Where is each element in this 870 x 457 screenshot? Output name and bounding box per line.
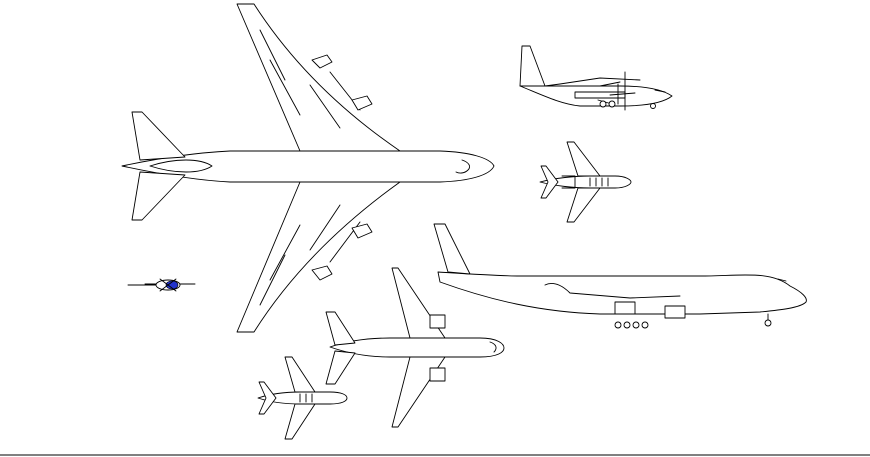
- horizontal-stabilizer: [540, 165, 559, 199]
- lower-wing: [566, 187, 601, 223]
- jumbo-jet-side-view: [433, 223, 807, 329]
- small-jet-top-view: [257, 356, 348, 440]
- engine: [429, 367, 446, 382]
- upper-wing: [566, 141, 601, 177]
- fuselage: [257, 391, 348, 405]
- engine: [311, 265, 333, 281]
- horizontal-stabilizer: [325, 350, 356, 385]
- engine: [614, 301, 636, 315]
- upper-wing: [284, 356, 316, 393]
- fuselage: [519, 85, 673, 107]
- vertical-tail: [433, 223, 471, 275]
- lower-wing: [391, 356, 446, 428]
- jumbo-jet-top-view: [121, 3, 495, 333]
- horizontal-stabilizer: [258, 381, 277, 415]
- fuselage: [437, 271, 807, 315]
- horizontal-stabilizer: [131, 171, 186, 221]
- cockpit-windows: [455, 159, 471, 174]
- engine: [351, 95, 373, 111]
- lower-wing: [284, 403, 316, 440]
- turboprop-transport-side-view: [519, 45, 673, 111]
- horizontal-stabilizer: [325, 311, 356, 346]
- engine: [664, 305, 686, 319]
- cockpit-glass: [165, 280, 179, 290]
- engine: [311, 54, 333, 69]
- engine: [429, 314, 446, 329]
- fuselage: [121, 150, 495, 183]
- upper-wing: [236, 3, 401, 152]
- fuselage: [329, 337, 505, 358]
- lower-wing: [236, 181, 401, 333]
- business-jet-top-view: [539, 141, 632, 223]
- horizontal-stabilizer: [131, 111, 186, 161]
- engine: [351, 223, 373, 239]
- vertical-tail: [519, 45, 546, 87]
- twin-jet-airliner-top-view: [325, 267, 505, 428]
- helicopter-top-view: [127, 278, 196, 292]
